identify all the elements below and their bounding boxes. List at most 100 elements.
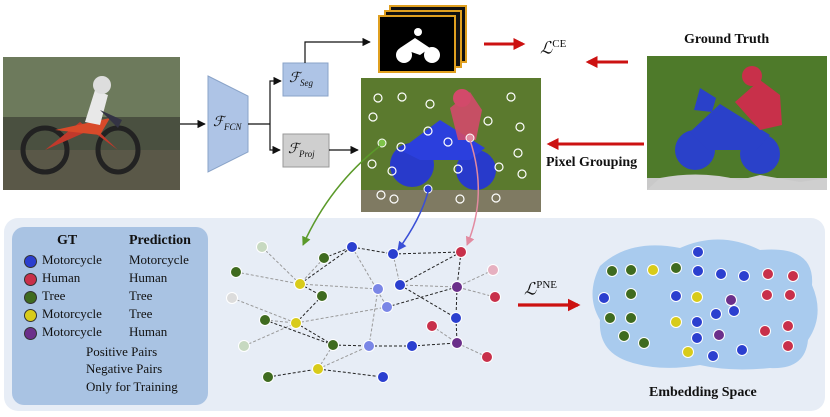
graph-node <box>316 290 328 302</box>
legend-swatch-0 <box>24 255 37 268</box>
negative-pair-edge <box>264 319 334 346</box>
sample-point-motorcycle <box>423 184 433 194</box>
feature-sample-circle <box>483 116 493 126</box>
graph-node <box>455 246 467 258</box>
feature-sample-circle <box>368 112 378 122</box>
feature-sample-circle <box>387 166 397 176</box>
embedding-space-label: Embedding Space <box>649 385 757 400</box>
feature-sample-points <box>367 92 527 204</box>
negative-pair-edge <box>299 246 353 285</box>
positive-pair-edge <box>456 286 496 298</box>
embedding-point <box>598 292 610 304</box>
loss-ce: ℒCE <box>540 38 567 58</box>
embedding-point <box>738 270 750 282</box>
legend-swatch-3 <box>24 309 37 322</box>
embedding-point <box>736 344 748 356</box>
embedding-point <box>782 340 794 352</box>
fcn-branch-arrows <box>248 76 282 155</box>
legend-swatch-4 <box>24 327 37 340</box>
embedding-point <box>647 264 659 276</box>
feature-sample-circle <box>494 162 504 172</box>
negative-pair-edge <box>351 245 394 256</box>
legend-pred-2: Tree <box>129 288 153 303</box>
embedding-point <box>625 264 637 276</box>
legend-gt-3: Motorcycle <box>42 306 102 321</box>
seg-label: ℱSeg <box>289 71 314 88</box>
embedding-point <box>761 289 773 301</box>
negative-pair-edge <box>317 367 384 379</box>
graph-node <box>426 320 438 332</box>
feature-sample-circle <box>397 92 407 102</box>
loss-pne: ℒPNE <box>524 279 558 299</box>
embedding-point <box>604 312 616 324</box>
feature-sample-circle <box>396 142 406 152</box>
embedding-point <box>728 305 740 317</box>
embedding-point <box>787 270 799 282</box>
feature-sample-circle <box>373 93 383 103</box>
legend-header-prediction: Prediction <box>129 233 191 248</box>
embedding-point <box>710 308 722 320</box>
embedding-point <box>782 320 794 332</box>
graph-node <box>451 281 463 293</box>
legend-positive-pairs: Positive Pairs <box>86 344 158 359</box>
graph-node <box>256 241 268 253</box>
embedding-point <box>759 325 771 337</box>
embedding-point <box>715 268 727 280</box>
embedding-point <box>691 332 703 344</box>
embedding-point <box>670 290 682 302</box>
ground-truth-title: Ground Truth <box>684 32 770 47</box>
negative-pair-edge <box>411 340 458 349</box>
embedding-point <box>670 316 682 328</box>
graph-node <box>387 248 399 260</box>
graph-node <box>394 279 406 291</box>
graph-node <box>487 264 499 276</box>
graph-node <box>381 301 393 313</box>
pixel-grouping-label: Pixel Grouping <box>546 155 638 170</box>
positive-pair-edge <box>317 345 370 370</box>
feature-sample-circle <box>389 194 399 204</box>
positive-pair-edge <box>351 246 388 308</box>
seg-block <box>282 62 329 97</box>
embedding-point <box>638 337 650 349</box>
feature-sample-circle <box>367 159 377 169</box>
legend-negative-pairs: Negative Pairs <box>86 361 163 376</box>
fcn-label: ℱFCN <box>213 115 242 132</box>
graph-node <box>318 252 330 264</box>
negative-pair-edge <box>399 251 462 286</box>
legend-only-training: Only for Training <box>86 379 178 394</box>
embedding-point <box>692 246 704 258</box>
feature-sample-circle <box>455 194 465 204</box>
legend-pred-0: Motorcycle <box>129 252 189 267</box>
embedding-point <box>713 329 725 341</box>
graph-node <box>377 371 389 383</box>
graph-node <box>346 241 358 253</box>
embedding-point <box>691 316 703 328</box>
negative-pair-edge <box>295 295 323 324</box>
fcn-block <box>207 75 249 173</box>
feature-sample-circle <box>517 169 527 179</box>
positive-pair-edge <box>299 283 379 292</box>
legend-gt-0: Motorcycle <box>42 252 102 267</box>
embedding-point <box>692 265 704 277</box>
graph-node <box>481 351 493 363</box>
ground-truth-image <box>647 56 827 190</box>
graph-node <box>290 317 302 329</box>
embedding-point <box>691 291 703 303</box>
embedding-point <box>725 294 737 306</box>
feature-sample-circle <box>443 137 453 147</box>
feature-sample-circle <box>376 190 386 200</box>
legend-swatch-1 <box>24 273 37 286</box>
positive-pair-edge <box>456 269 494 288</box>
graph-node <box>489 291 501 303</box>
embedding-point <box>625 312 637 324</box>
legend-pred-1: Human <box>129 270 168 285</box>
legend-gt-4: Motorcycle <box>42 324 102 339</box>
positive-pair-edge <box>231 297 297 324</box>
feature-sample-circle <box>423 126 433 136</box>
pair-graph-nodes <box>226 241 501 383</box>
sample-point-tree <box>377 138 387 148</box>
graph-node <box>363 340 375 352</box>
embedding-point <box>618 330 630 342</box>
graph-node <box>262 371 274 383</box>
embedding-point <box>625 288 637 300</box>
